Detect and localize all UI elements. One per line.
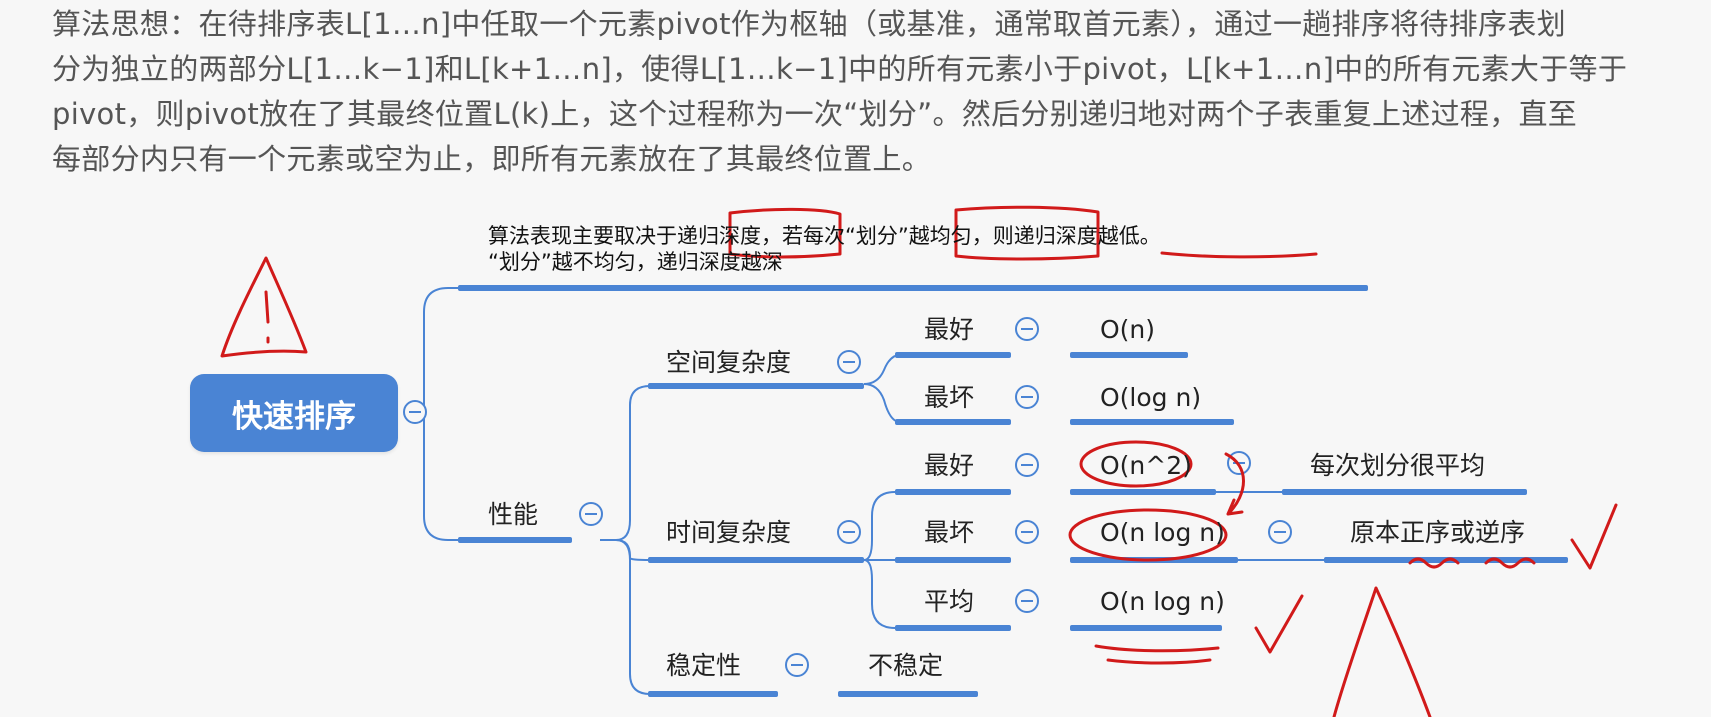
connector xyxy=(600,539,651,695)
collapse-time-best-icon xyxy=(1015,453,1039,477)
time-worst-node[interactable]: 最坏 xyxy=(924,518,975,547)
stability-value[interactable]: 不稳定 xyxy=(868,651,944,680)
squiggle-icon xyxy=(1408,557,1536,569)
space-complexity-node[interactable]: 空间复杂度 xyxy=(666,348,792,377)
note-line-1: 算法表现主要取决于递归深度，若每次“划分”越均匀，则递归深度越低。 xyxy=(488,224,1161,248)
collapse-time-icon xyxy=(837,520,861,544)
description-line: 每部分内只有一个元素或空为止，即所有元素放在了其最终位置上。 xyxy=(52,142,932,176)
highlight-box-icon xyxy=(954,205,1100,261)
time-complexity-node[interactable]: 时间复杂度 xyxy=(666,518,792,547)
space-underline xyxy=(648,383,864,389)
space-worst-value-underline xyxy=(1070,419,1234,425)
performance-underline xyxy=(458,537,572,543)
time-best-note[interactable]: 每次划分很平均 xyxy=(1310,451,1486,480)
collapse-space-best-icon xyxy=(1015,317,1039,341)
checkmark-icon xyxy=(1570,503,1618,570)
space-worst-value[interactable]: O(log n) xyxy=(1100,383,1202,412)
time-best-value-underline xyxy=(1070,489,1216,495)
time-worst-underline xyxy=(895,557,1011,563)
warning-triangle-icon xyxy=(220,256,308,358)
connector xyxy=(863,491,896,561)
stability-underline xyxy=(648,691,778,697)
description-line: 分为独立的两部分L[1…k−1]和L[k+1…n]，使得L[1…k−1]中的所有… xyxy=(52,52,1628,86)
collapse-space-icon xyxy=(837,350,861,374)
time-avg-value-underline xyxy=(1070,625,1222,631)
space-best-value-underline xyxy=(1070,352,1188,358)
connector xyxy=(863,354,901,385)
underline-stroke-icon xyxy=(1160,251,1318,259)
stability-node[interactable]: 稳定性 xyxy=(666,651,742,680)
algorithm-description: 算法思想：在待排序表L[1…n]中任取一个元素pivot作为枢轴（或基准，通常取… xyxy=(52,2,1692,182)
underline-stroke-icon xyxy=(1094,644,1220,665)
description-line: pivot，则pivot放在了其最终位置L(k)上，这个过程称为一次“划分”。然… xyxy=(52,97,1578,131)
connector xyxy=(423,412,460,541)
collapse-performance-icon xyxy=(579,502,603,526)
collapse-space-worst-icon xyxy=(1015,385,1039,409)
time-best-underline xyxy=(895,489,1011,495)
connector xyxy=(863,559,896,629)
collapse-time-worst-icon xyxy=(1015,520,1039,544)
time-best-node[interactable]: 最好 xyxy=(924,451,975,480)
note-underline xyxy=(458,285,1368,291)
space-best-underline xyxy=(895,352,1011,358)
time-worst-value[interactable]: O(n log n) xyxy=(1100,518,1225,547)
time-worst-note[interactable]: 原本正序或逆序 xyxy=(1350,518,1526,547)
collapse-time-avg-icon xyxy=(1015,589,1039,613)
time-best-note-underline xyxy=(1282,489,1527,495)
collapse-stability-icon xyxy=(785,653,809,677)
space-worst-underline xyxy=(895,419,1011,425)
time-best-value[interactable]: O(n^2) xyxy=(1100,451,1192,480)
warning-triangle-icon xyxy=(1332,586,1432,717)
time-average-value[interactable]: O(n log n) xyxy=(1100,587,1225,616)
highlight-circle-icon xyxy=(1079,440,1193,488)
space-best-value[interactable]: O(n) xyxy=(1100,315,1156,344)
connector xyxy=(600,385,651,541)
highlight-box-icon xyxy=(728,207,842,259)
highlight-circle-icon xyxy=(1068,508,1228,562)
description-line: 算法思想：在待排序表L[1…n]中任取一个元素pivot作为枢轴（或基准，通常取… xyxy=(52,7,1566,41)
checkmark-icon xyxy=(1254,594,1304,654)
note-line-2: “划分”越不均匀，递归深度越深 xyxy=(488,250,783,274)
connector xyxy=(863,383,901,423)
connector xyxy=(423,287,460,412)
root-node[interactable]: 快速排序 xyxy=(190,374,398,452)
performance-node[interactable]: 性能 xyxy=(488,500,539,529)
space-worst-node[interactable]: 最坏 xyxy=(924,383,975,412)
collapse-root-icon xyxy=(403,400,427,424)
time-avg-underline xyxy=(895,625,1011,631)
collapse-time-worst-value-icon xyxy=(1268,520,1292,544)
curved-arrow-icon xyxy=(1224,452,1245,516)
stability-value-underline xyxy=(838,691,978,697)
time-underline xyxy=(648,557,864,563)
warning-mark-icon xyxy=(264,290,270,344)
space-best-node[interactable]: 最好 xyxy=(924,315,975,344)
time-average-node[interactable]: 平均 xyxy=(924,587,975,616)
